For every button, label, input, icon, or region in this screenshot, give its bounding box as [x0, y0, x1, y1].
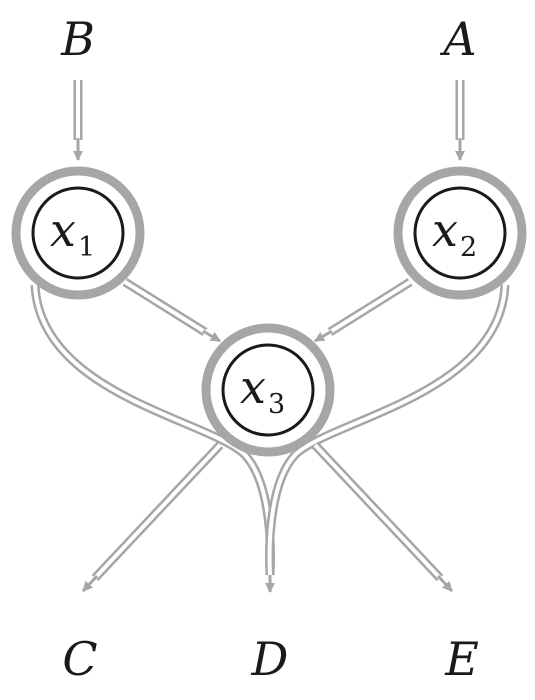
output-label-c: C	[62, 632, 97, 686]
edge-x1-to-x3	[122, 278, 221, 343]
node-x3: x 3	[201, 323, 335, 457]
output-label-e: E	[444, 632, 479, 686]
input-label-b: B	[60, 12, 95, 66]
node-x3-sub: 3	[268, 389, 285, 420]
node-x1-sub: 1	[78, 232, 95, 263]
edge-x2-to-d	[265, 284, 510, 576]
node-x2-sub: 2	[460, 232, 477, 263]
edge-x2-to-x3	[314, 278, 413, 343]
node-x1-var: x	[50, 203, 76, 257]
nodes-group: x 1 x 2 x 3	[11, 166, 527, 457]
input-label-a: A	[439, 12, 476, 66]
edge-x3-to-e	[311, 441, 454, 593]
labels-group: B A C D E	[60, 12, 479, 686]
node-x3-var: x	[240, 360, 266, 414]
edge-x3-to-c	[81, 441, 224, 593]
node-x1: x 1	[11, 166, 145, 300]
node-x2-var: x	[432, 203, 458, 257]
output-label-d: D	[251, 632, 289, 686]
edges-group	[30, 80, 510, 594]
node-x2: x 2	[393, 166, 527, 300]
